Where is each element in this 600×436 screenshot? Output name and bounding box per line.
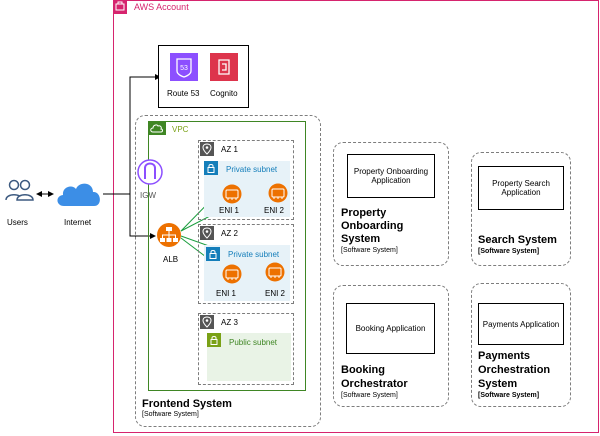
aws-account-label: AWS Account xyxy=(134,2,189,12)
property-onboarding-title-2: Onboarding xyxy=(341,220,404,232)
property-onboarding-system-boundary xyxy=(333,142,449,266)
az-pin-icon xyxy=(200,315,214,329)
internet-cloud-icon xyxy=(54,178,104,215)
az1-eni2-label: ENI 2 xyxy=(264,206,285,215)
payments-title-1: Payments xyxy=(478,350,530,362)
internet-alb-link xyxy=(129,194,156,239)
az-pin-icon xyxy=(200,226,214,240)
vpc-cloud-icon xyxy=(148,121,166,135)
frontend-system-title: Frontend System xyxy=(142,398,232,410)
alb-label: ALB xyxy=(163,255,179,264)
eni-icon xyxy=(265,262,285,287)
payments-system-boundary xyxy=(471,283,571,407)
lock-icon xyxy=(207,333,221,347)
property-onboarding-title-1: Property xyxy=(341,207,387,219)
search-system-title: Search System xyxy=(478,234,557,246)
route53-badge: 53 xyxy=(180,65,188,72)
users-icon xyxy=(5,178,35,209)
vpc-label: VPC xyxy=(172,125,189,134)
payments-app: Payments Application xyxy=(478,303,564,345)
frontend-system-boundary xyxy=(135,115,321,427)
property-onboarding-app: Property Onboarding Application xyxy=(347,154,435,198)
internet-label: Internet xyxy=(64,218,92,227)
cognito-label: Cognito xyxy=(210,89,238,98)
az1-eni1-label: ENI 1 xyxy=(219,206,240,215)
aws-account-icon xyxy=(113,0,127,14)
igw-label: IGW xyxy=(140,191,156,200)
eni-icon xyxy=(268,183,288,208)
az2-eni2-label: ENI 2 xyxy=(265,289,286,298)
az-pin-icon xyxy=(200,142,214,156)
lock-icon xyxy=(206,247,220,261)
property-search-app: Property Search Application xyxy=(478,166,564,210)
lock-icon xyxy=(204,161,218,175)
alb-icon xyxy=(156,222,182,253)
az2-label: AZ 2 xyxy=(221,229,238,238)
booking-orchestrator-boundary xyxy=(333,285,449,407)
az1-subnet-label: Private subnet xyxy=(226,165,278,174)
search-system-type: [Software System] xyxy=(478,248,540,255)
payments-type: [Software System] xyxy=(478,392,540,399)
booking-type: [Software System] xyxy=(341,392,398,399)
vpc-boundary xyxy=(148,121,306,391)
az3-label: AZ 3 xyxy=(221,318,238,327)
route53-icon: 53 xyxy=(170,53,198,81)
booking-app: Booking Application xyxy=(346,303,435,354)
az3-boundary xyxy=(198,313,294,385)
booking-title-2: Orchestrator xyxy=(341,378,408,390)
eni-icon xyxy=(222,184,242,209)
az2-boundary xyxy=(198,224,294,304)
booking-title-1: Booking xyxy=(341,364,385,376)
az2-subnet-label: Private subnet xyxy=(228,250,280,259)
cognito-icon xyxy=(210,53,238,81)
igw-icon xyxy=(137,157,163,187)
frontend-system-type: [Software System] xyxy=(142,411,199,418)
az1-boundary xyxy=(198,140,294,220)
eni-icon xyxy=(222,264,242,289)
payments-title-2: Orchestration xyxy=(478,364,551,376)
route53-label: Route 53 xyxy=(167,89,200,98)
internet-route53-link xyxy=(103,74,161,195)
aws-account-boundary xyxy=(113,0,599,433)
az3-public-subnet xyxy=(207,333,291,381)
users-label: Users xyxy=(7,218,28,227)
payments-title-3: System xyxy=(478,378,518,390)
property-onboarding-title-3: System xyxy=(341,233,381,245)
az1-label: AZ 1 xyxy=(221,145,238,154)
az3-subnet-label: Public subnet xyxy=(229,338,278,347)
search-system-boundary xyxy=(471,152,571,266)
property-onboarding-type: [Software System] xyxy=(341,247,398,254)
az2-eni1-label: ENI 1 xyxy=(216,289,237,298)
